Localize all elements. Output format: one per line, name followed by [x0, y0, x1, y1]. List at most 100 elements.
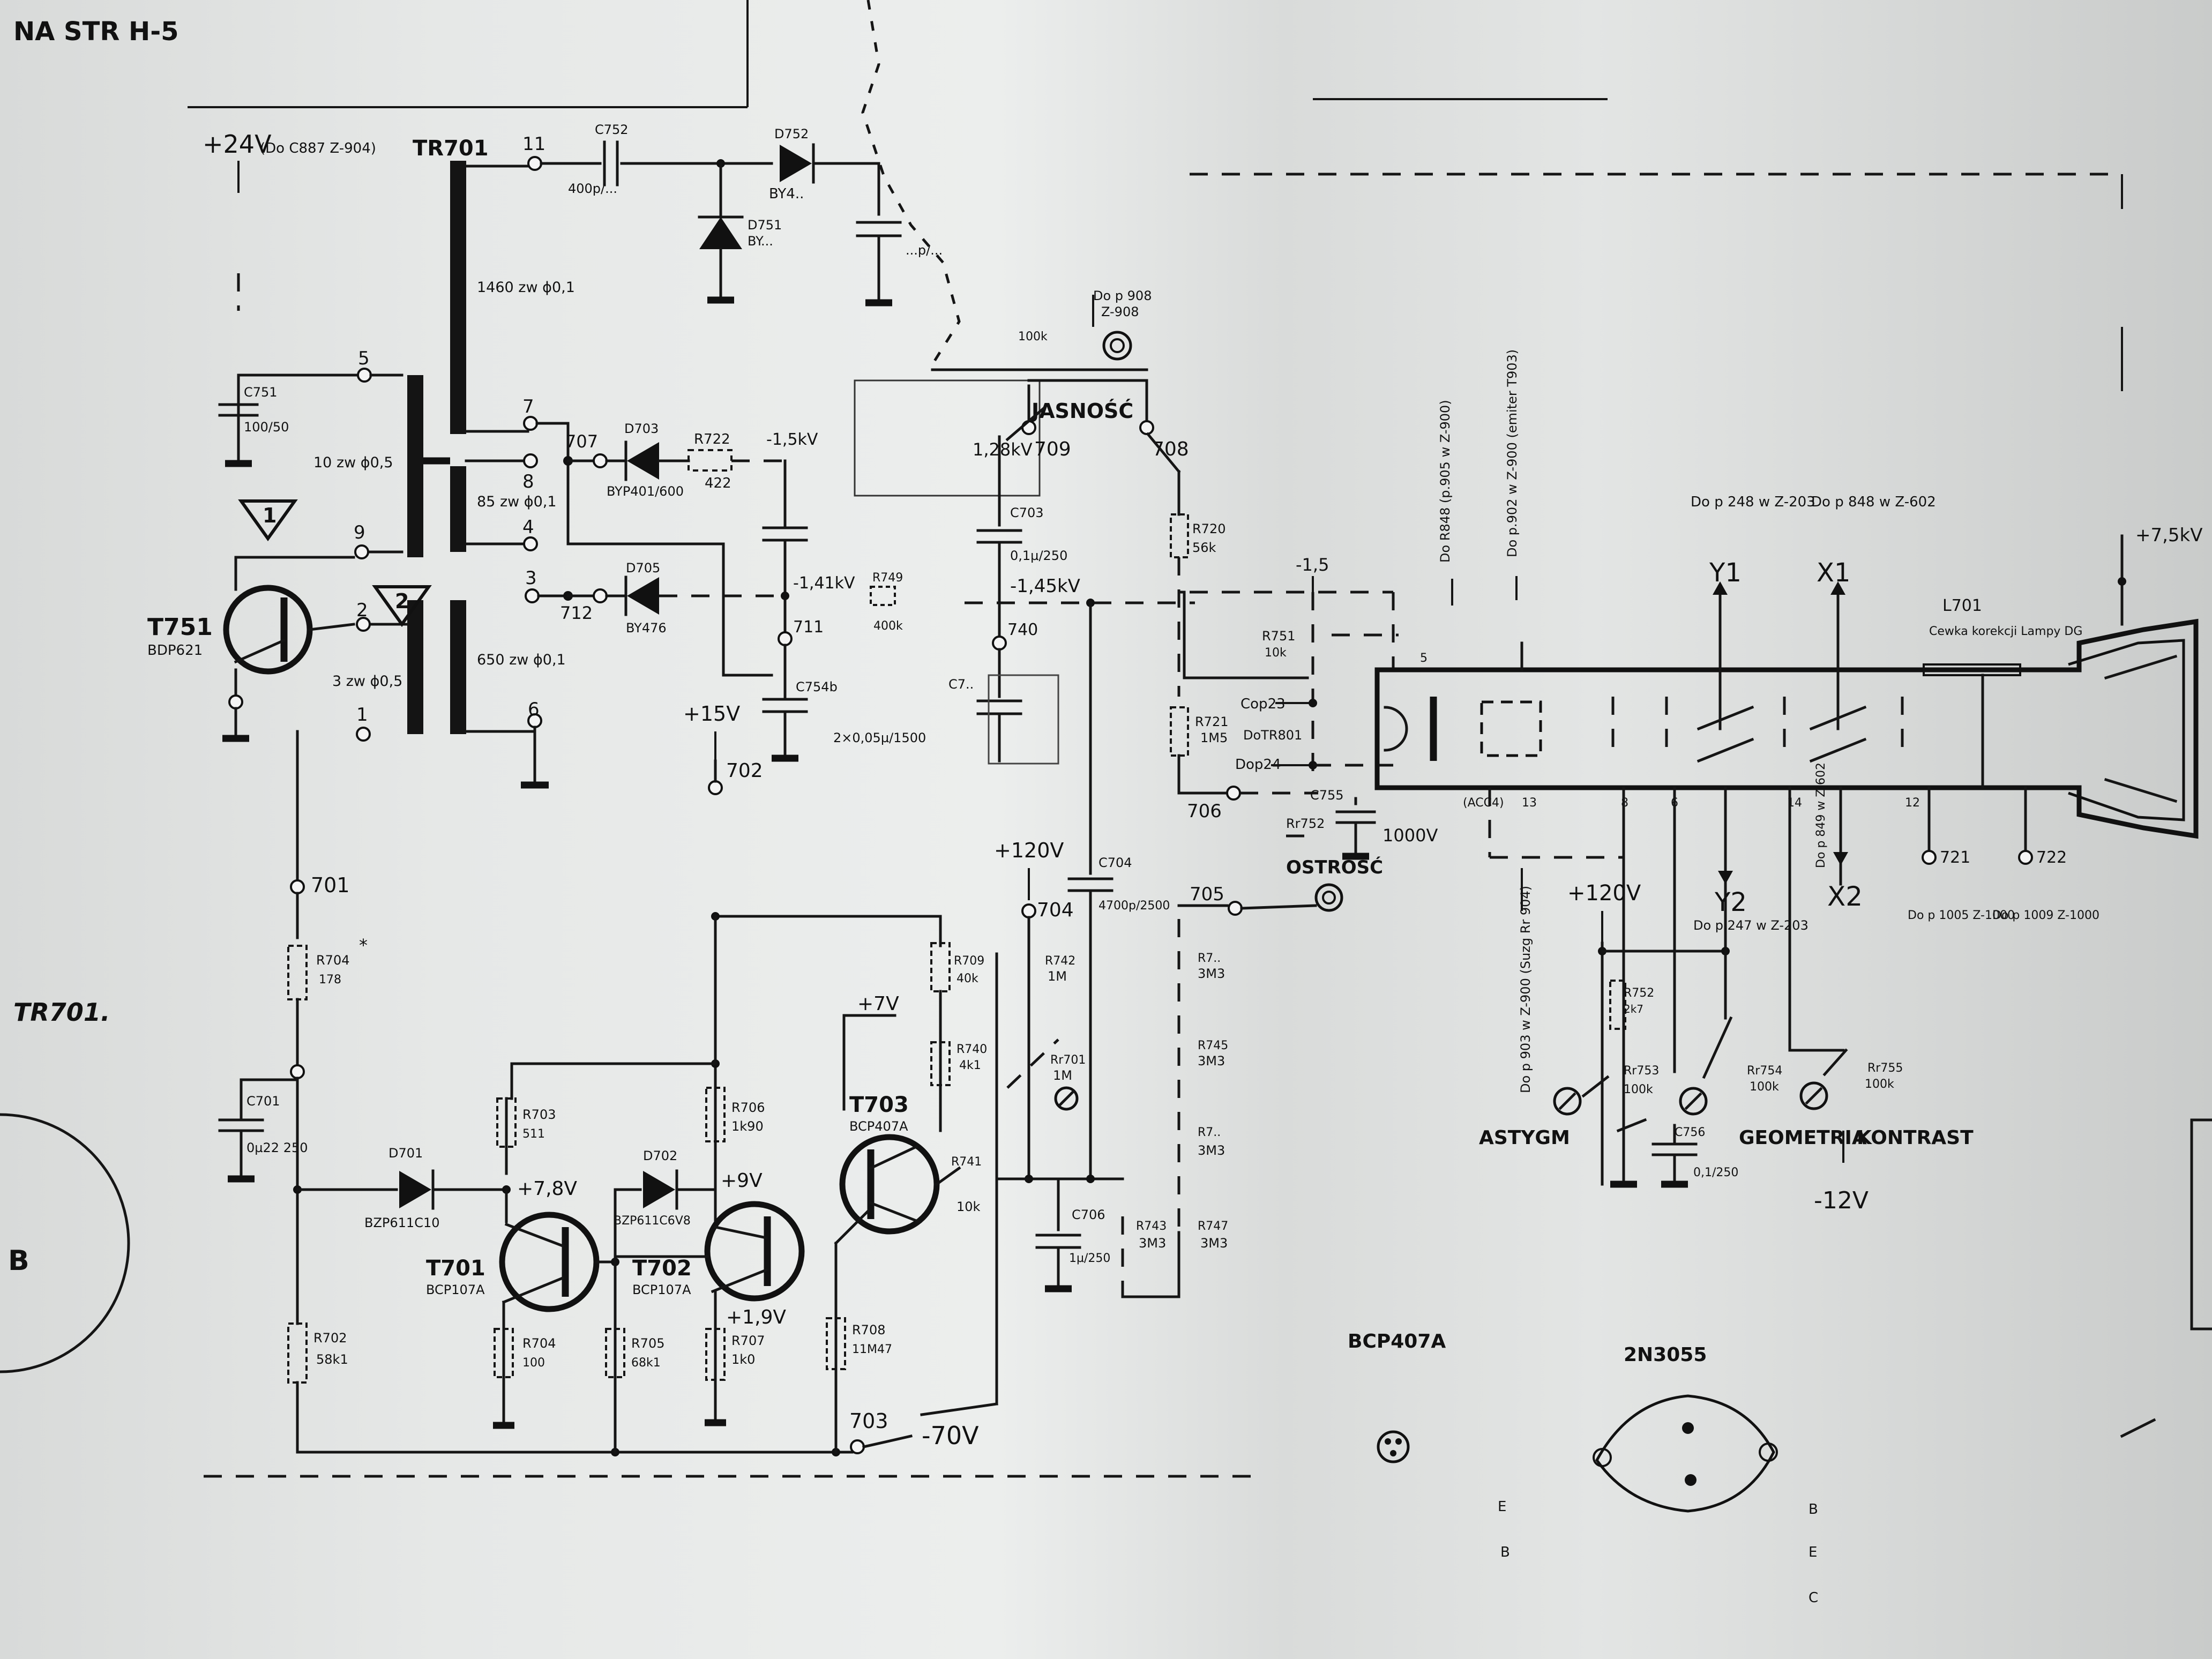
rr754-value: 100k — [1750, 1080, 1779, 1094]
mark — [2120, 1418, 2156, 1438]
t702-transistor — [704, 1201, 805, 1302]
bcp-pin-e: E — [1498, 1499, 1506, 1515]
c755-value: 1000V — [1382, 825, 1438, 846]
pin12-label: 12 — [1905, 796, 1920, 810]
crt-pin-5: 5 — [1420, 652, 1428, 665]
r706-resistor — [705, 1087, 726, 1142]
t701-type: BCP107A — [426, 1282, 485, 1297]
x2-ref: Do p 849 w Z-602 — [1814, 763, 1828, 868]
2n3055-title: 2N3055 — [1624, 1344, 1707, 1366]
junction — [2118, 577, 2126, 586]
c756-value: 0,1/250 — [1693, 1166, 1738, 1179]
pin1-label: 1 — [356, 704, 368, 726]
r705-label: R705 — [631, 1336, 664, 1351]
c751-label: C751 — [244, 385, 278, 400]
ast-ref-text: Do p 903 w Z-900 (Suzg Rr 904) — [1518, 886, 1533, 1093]
astygm-adjust[interactable] — [1553, 1087, 1582, 1116]
ostrosc-connector[interactable] — [1314, 883, 1343, 912]
rail-m70v: -70V — [922, 1421, 979, 1450]
y1-arrow — [1713, 581, 1728, 595]
d1005-label: Do p 1005 Z-1000 — [1908, 909, 2015, 922]
r751-label: R751 — [1262, 629, 1295, 644]
2n3055-pin-c: C — [1809, 1590, 1818, 1606]
r752-label: R752 — [1624, 987, 1654, 1000]
t751-label: T751 — [147, 614, 213, 641]
2n3055-pin — [1685, 1474, 1697, 1486]
rr755-value: 100k — [1865, 1078, 1894, 1091]
geometria-adjust[interactable] — [1679, 1087, 1708, 1116]
tr-core-right-upper — [450, 161, 466, 434]
pin5-label: 5 — [358, 348, 370, 369]
tr-winding-5: 3 zw ϕ0,5 — [332, 673, 402, 690]
n740-terminal — [992, 636, 1007, 651]
rr701-adjust[interactable] — [1054, 1086, 1079, 1111]
geometria-slot — [1684, 1092, 1702, 1110]
acc4-label: (ACC4) — [1463, 796, 1504, 810]
bcp407a-pin — [1390, 1450, 1396, 1456]
r703-resistor — [496, 1097, 517, 1148]
v-m145kv: -1,45kV — [1010, 576, 1080, 597]
pin4-label: 4 — [522, 517, 534, 538]
junction — [1086, 1175, 1095, 1183]
c751-value: 100/50 — [244, 420, 289, 435]
2n3055-pin-b: B — [1809, 1501, 1818, 1518]
rr752-label: Rr752 — [1286, 816, 1325, 831]
kontrast-adjust[interactable] — [1799, 1081, 1828, 1110]
pin8-label: 8 — [522, 471, 534, 492]
pin11-terminal — [527, 156, 542, 171]
jasnosc-wiper — [1005, 405, 1047, 442]
wire — [834, 1209, 870, 1245]
wire — [1581, 1075, 1610, 1098]
pin1-terminal — [356, 727, 371, 742]
c704-label: C704 — [1098, 855, 1132, 870]
r707-resistor — [705, 1328, 726, 1381]
d705-diode — [627, 577, 659, 615]
bcp407a-package — [1377, 1430, 1410, 1463]
v-19v: +1,9V — [726, 1306, 786, 1328]
astygm-label[interactable]: ASTYGM — [1479, 1127, 1570, 1149]
c755-label: C755 — [1310, 788, 1344, 803]
c703-label: C703 — [1010, 505, 1044, 520]
rr753-value: 100k — [1624, 1083, 1653, 1096]
rr701-wiper — [1006, 1038, 1059, 1089]
y1-label: Y1 — [1709, 558, 1742, 588]
r743-label: R743 — [1136, 1220, 1167, 1233]
n721-terminal — [1922, 850, 1937, 865]
t702-collector — [714, 1225, 768, 1239]
ostrosc-label[interactable]: OSTROŚĆ — [1286, 856, 1383, 878]
switch-glyph: B — [8, 1245, 29, 1277]
rail-m12v: -12V — [1814, 1187, 1869, 1214]
c703-value: 0,1µ/250 — [1010, 548, 1067, 563]
n703-label: 703 — [849, 1409, 888, 1433]
astygm-slot — [1558, 1092, 1576, 1110]
junction — [781, 592, 789, 600]
l701-coil — [1923, 663, 2021, 676]
c754-value: 2×0,05µ/1500 — [833, 730, 926, 745]
r708-label: R708 — [852, 1322, 885, 1337]
geometria-label[interactable]: GEOMETRIA — [1739, 1127, 1867, 1149]
n721-label: 721 — [1940, 848, 1970, 867]
x1-arrow — [1830, 581, 1845, 595]
d703-type: BYP401/600 — [607, 484, 684, 499]
wire — [1146, 432, 1181, 474]
pin7-terminal — [523, 416, 538, 431]
tr-winding-1: 1460 zw ϕ0,1 — [477, 279, 575, 296]
r706-value: 1k90 — [731, 1119, 764, 1134]
r752-value: 2k7 — [1624, 1003, 1643, 1015]
c753-value: ...p/... — [906, 243, 943, 258]
r7b-value: 3M3 — [1198, 1143, 1225, 1158]
d752-label: D752 — [774, 126, 809, 141]
bcp407a-title: BCP407A — [1348, 1331, 1446, 1352]
n703-terminal — [850, 1439, 865, 1454]
pin6-label: 6 — [528, 699, 540, 720]
n711-terminal — [778, 631, 793, 646]
crt-grid2 — [1480, 700, 1542, 757]
r702-resistor — [287, 1322, 308, 1384]
r705-value: 68k1 — [631, 1356, 661, 1370]
r707-value: 1k0 — [731, 1352, 755, 1367]
2n3055-pin — [1682, 1422, 1694, 1434]
kontrast-label[interactable]: KONTRAST — [1857, 1127, 1974, 1149]
r704-label: R704 — [522, 1336, 556, 1351]
r720-value: 56k — [1192, 540, 1216, 555]
jasnosc-label[interactable]: JASNOŚĆ — [1030, 399, 1133, 423]
